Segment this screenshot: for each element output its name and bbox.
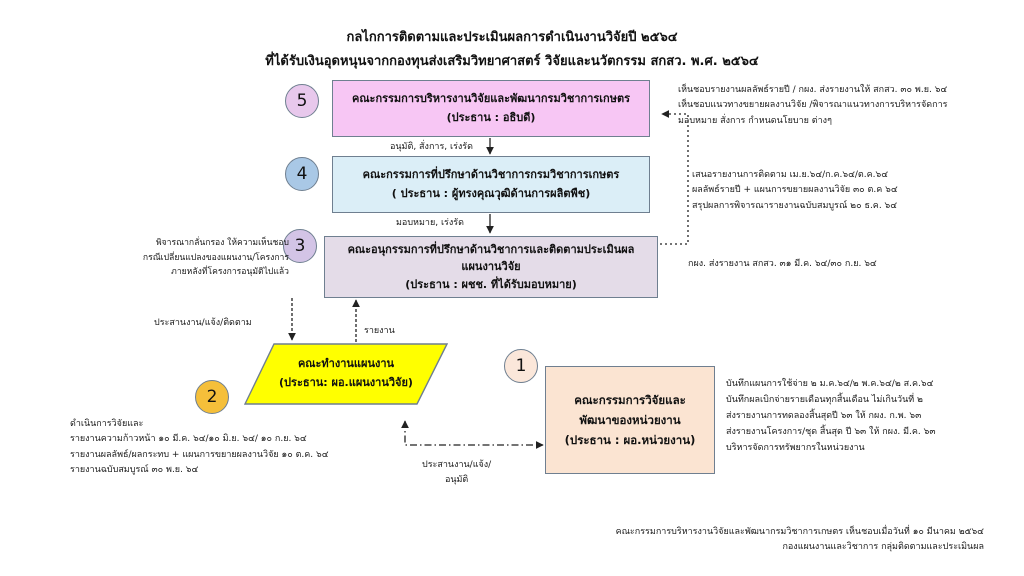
label-approve: อนุมัติ, สั่งการ, เร่งรัด — [390, 142, 473, 152]
note-2-line-3: รายงานผลลัพธ์/ผลกระทบ + แผนการขยายผลงานว… — [70, 449, 329, 460]
node-3-name-1: คณะอนุกรรมการที่ปรึกษาด้านวิชาการและติดต… — [347, 242, 635, 256]
node-4-advisory-committee: คณะกรรมการที่ปรึกษาด้านวิชาการกรมวิชาการ… — [332, 156, 650, 213]
node-2-name: คณะทำงานแผนงาน — [297, 357, 395, 371]
footer-line-2: กองแผนงานและวิชาการ กลุ่มติดตามและประเมิ… — [782, 542, 984, 553]
title-line-2: ที่ได้รับเงินอุดหนุนจากกองทุนส่งเสริมวิท… — [265, 54, 759, 69]
node-2-chair: (ประธาน: ผอ.แผนงานวิจัย) — [279, 376, 413, 389]
node-5-executive-committee: คณะกรรมการบริหารงานวิจัยและพัฒนากรมวิชาก… — [332, 80, 650, 137]
circle-3: 3 — [283, 229, 317, 263]
note-4-line-3: สรุปผลการพิจารณารายงานฉบับสมบูรณ์ ๒๐ ธ.ค… — [692, 200, 898, 211]
note-node-3-left: พิจารณากลั่นกรอง ให้ความเห็นชอบ กรณีเปลี… — [127, 236, 289, 280]
note-3-left-line-3: ภายหลังที่โครงการอนุมัติไปแล้ว — [171, 267, 289, 278]
circle-4: 4 — [285, 157, 319, 191]
note-2-line-4: รายงานฉบับสมบูรณ์ ๓๐ พ.ย. ๖๔ — [70, 464, 199, 475]
label-coordinate-approve: ประสานงาน/แจ้ง/ อนุมัติ — [422, 458, 491, 489]
circle-5: 5 — [285, 84, 319, 118]
node-4-chair: ( ประธาน : ผู้ทรงคุณวุฒิด้านการผลิตพืช) — [391, 186, 591, 200]
note-5-line-3: มอบหมาย สั่งการ กำหนดนโยบาย ต่างๆ — [678, 115, 832, 126]
circle-2: 2 — [195, 380, 229, 414]
node-4-name: คณะกรรมการที่ปรึกษาด้านวิชาการกรมวิชาการ… — [362, 167, 620, 181]
node-5-name: คณะกรรมการบริหารงานวิจัยและพัฒนากรมวิชาก… — [351, 91, 631, 105]
note-1-line-5: บริหารจัดการทรัพยากรในหน่วยงาน — [726, 443, 865, 454]
title-line-1: กลไกการติดตามและประเมินผลการดำเนินงานวิจ… — [346, 30, 678, 45]
note-5-line-2: เห็นชอบแนวทางขยายผลงานวิจัย /พิจารณาแนวท… — [678, 100, 948, 111]
node-1-name-1: คณะกรรมการวิจัยและ — [574, 392, 686, 407]
note-node-1: บันทึกแผนการใช้จ่าย ๒ ม.ค.๖๔/๒ พ.ค.๖๔/๒ … — [726, 376, 936, 456]
node-2-working-group: คณะทำงานแผนงาน (ประธาน: ผอ.แผนงานวิจัย) — [270, 344, 422, 404]
node-1-unit-committee: คณะกรรมการวิจัยและ พัฒนาของหน่วยงาน (ประ… — [545, 366, 715, 474]
footer: คณะกรรมการบริหารงานวิจัยและพัฒนากรมวิชาก… — [616, 525, 984, 556]
node-3-chair: (ประธาน : ผชช. ที่ได้รับมอบหมาย) — [405, 277, 577, 291]
node-2-shape — [244, 343, 448, 405]
node-1-name-2: พัฒนาของหน่วยงาน — [579, 412, 681, 427]
note-node-5: เห็นชอบรายงานผลลัพธ์รายปี / กผง. ส่งรายง… — [678, 83, 947, 129]
label-coordinate: ประสานงาน/แจ้ง/ติดตาม — [154, 318, 252, 328]
note-node-4: เสนอรายงานการติดตาม เม.ย.๖๔/ก.ค.๖๔/ต.ค.๖… — [692, 168, 898, 214]
note-4-line-1: เสนอรายงานการติดตาม เม.ย.๖๔/ก.ค.๖๔/ต.ค.๖… — [692, 170, 889, 180]
note-1-line-2: บันทึกผลเบิกจ่ายรายเดือนทุกสิ้นเดือน ไม่… — [726, 395, 923, 406]
note-4-line-2: ผลลัพธ์รายปี + แผนการขยายผลงานวิจัย ๓๐ ต… — [692, 185, 898, 196]
note-1-line-1: บันทึกแผนการใช้จ่าย ๒ ม.ค.๖๔/๒ พ.ค.๖๔/๒ … — [726, 379, 934, 389]
label-report: รายงาน — [364, 326, 395, 336]
note-node-3-right: กผง. ส่งรายงาน สกสว. ๓๑ มี.ค. ๖๔/๓๐ ก.ย.… — [688, 259, 877, 269]
node-3-name-2: แผนงานวิจัย — [461, 260, 521, 274]
note-3-left-line-1: พิจารณากลั่นกรอง ให้ความเห็นชอบ — [155, 238, 289, 248]
note-2-line-1: ดำเนินการวิจัยและ — [70, 419, 144, 429]
circle-1: 1 — [504, 349, 538, 383]
node-3-subcommittee: คณะอนุกรรมการที่ปรึกษาด้านวิชาการและติดต… — [324, 236, 658, 298]
link-2-and-1 — [401, 420, 544, 449]
feedback-3-to-5 — [660, 110, 689, 245]
note-3-left-line-2: กรณีเปลี่ยนแปลงของแผนงาน/โครงการ — [142, 252, 289, 263]
note-node-2: ดำเนินการวิจัยและ รายงานความก้าวหน้า ๑๐ … — [70, 417, 329, 478]
node-1-chair: (ประธาน : ผอ.หน่วยงาน) — [564, 433, 696, 448]
footer-line-1: คณะกรรมการบริหารงานวิจัยและพัฒนากรมวิชาก… — [615, 527, 984, 537]
label-assign: มอบหมาย, เร่งรัด — [396, 218, 464, 228]
node-5-chair: (ประธาน : อธิบดี) — [446, 110, 536, 124]
note-1-line-3: ส่งรายงานการทดลองสิ้นสุดปี ๖๓ ให้ กผง. ก… — [726, 411, 922, 422]
note-2-line-2: รายงานความก้าวหน้า ๑๐ มี.ค. ๖๔/๑๐ มิ.ย. … — [70, 434, 307, 445]
label-coordinate-approve-1: ประสานงาน/แจ้ง/ — [422, 460, 492, 470]
note-5-line-1: เห็นชอบรายงานผลลัพธ์รายปี / กผง. ส่งรายง… — [678, 85, 948, 95]
label-coordinate-approve-2: อนุมัติ — [444, 475, 469, 486]
note-1-line-4: ส่งรายงานโครงการ/ชุด สิ้นสุด ปี ๖๓ ให้ ก… — [726, 427, 936, 438]
